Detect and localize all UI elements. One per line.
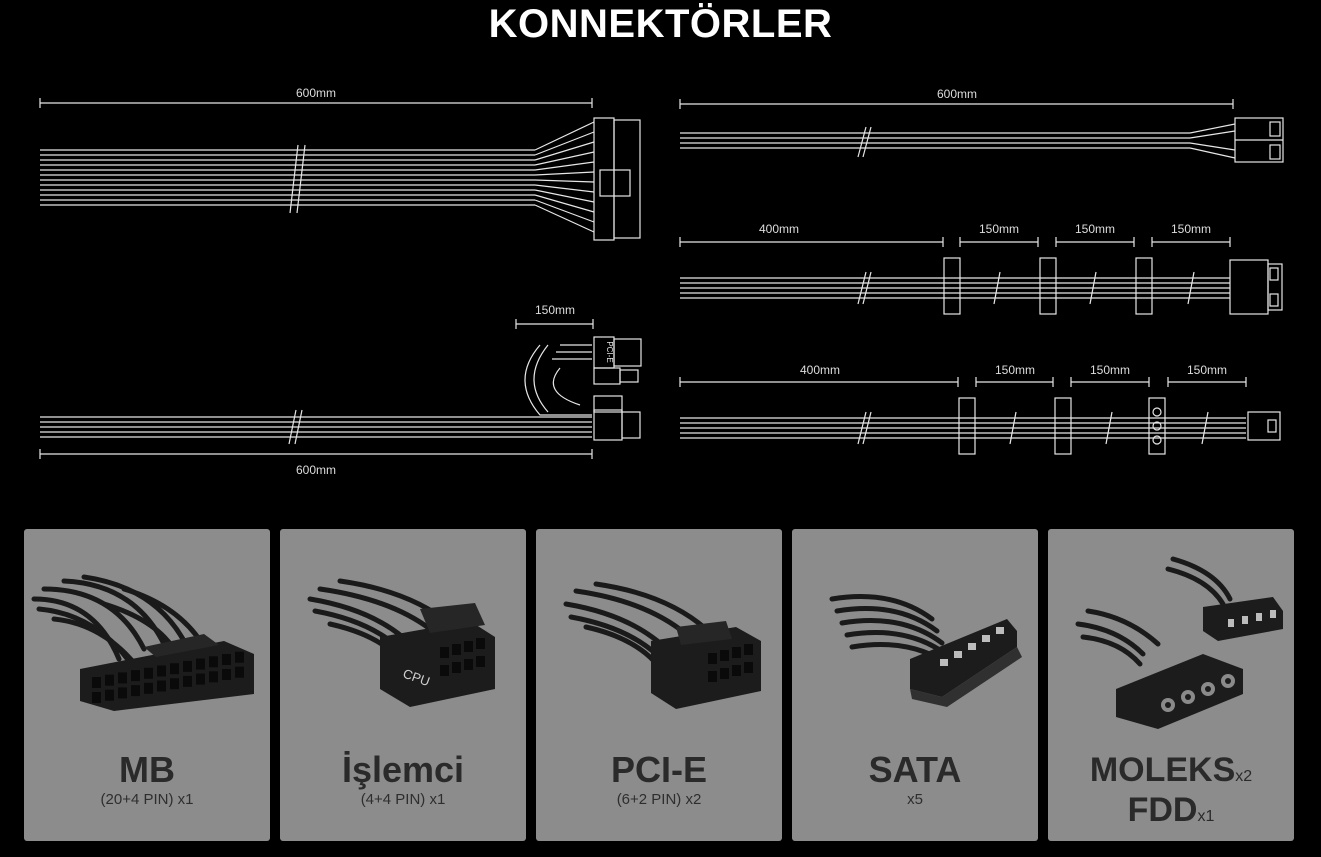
card-pcie-spec: (6+2 PIN) x2 <box>616 791 702 808</box>
dim-cpu-length: 600mm <box>937 87 977 101</box>
sata-connector-icon <box>829 594 1022 707</box>
dim-mb-length: 600mm <box>296 86 336 100</box>
card-sata-spec: x5 <box>907 791 923 808</box>
dim-molex-seg3: 150mm <box>1187 363 1227 377</box>
card-molex-title: MOLEKS <box>1089 751 1236 789</box>
card-molex: MOLEKSx2 FDDx1 <box>1048 529 1294 841</box>
dim-molex-first: 400mm <box>800 363 840 377</box>
card-cpu-name: İşlemci <box>341 749 465 790</box>
card-cpu-spec: (4+4 PIN) x1 <box>360 791 446 808</box>
dim-molex-seg2: 150mm <box>1090 363 1130 377</box>
card-cpu: CPU İşlemci (4+4 PIN) x1 <box>280 529 526 841</box>
cable-diagram: 600mm 150mm 600mm 600mm 400mm 150mm 150m… <box>39 86 1284 477</box>
card-sata-name: SATA <box>868 749 962 790</box>
card-mb-name: MB <box>119 749 175 790</box>
card-fdd-count: x1 <box>1197 808 1215 825</box>
pcie-cable <box>39 319 642 459</box>
card-pcie: PCI-E (6+2 PIN) x2 <box>536 529 782 841</box>
molex-connector-icon <box>1075 556 1283 729</box>
molex-cable <box>679 377 1281 455</box>
card-fdd-title: FDD <box>1127 791 1198 829</box>
card-pcie-name: PCI-E <box>610 749 707 790</box>
dim-sata-seg1: 150mm <box>979 222 1019 236</box>
page-title: KONNEKTÖRLER <box>488 2 833 46</box>
card-mb: MB (20+4 PIN) x1 <box>24 529 270 841</box>
card-fdd-name: FDDx1 <box>1048 791 1294 830</box>
card-sata: SATA x5 <box>792 529 1038 841</box>
mb-cable <box>39 98 641 241</box>
dim-pcie-split: 150mm <box>535 303 575 317</box>
dim-sata-seg3: 150mm <box>1171 222 1211 236</box>
sata-cable <box>679 237 1283 315</box>
dim-sata-first: 400mm <box>759 222 799 236</box>
dim-sata-seg2: 150mm <box>1075 222 1115 236</box>
dim-molex-seg1: 150mm <box>995 363 1035 377</box>
pcie-connector-icon <box>563 581 761 709</box>
dim-pcie-length: 600mm <box>296 463 336 477</box>
card-molex-count: x2 <box>1235 768 1253 785</box>
mb-connector-icon <box>31 574 254 711</box>
cpu-connector-icon: CPU <box>307 578 495 707</box>
cpu-cable <box>679 99 1284 163</box>
pcie-connector-label: PCI-E <box>605 341 614 362</box>
card-mb-spec: (20+4 PIN) x1 <box>100 791 194 808</box>
card-molex-name: MOLEKSx2 <box>1048 751 1294 790</box>
